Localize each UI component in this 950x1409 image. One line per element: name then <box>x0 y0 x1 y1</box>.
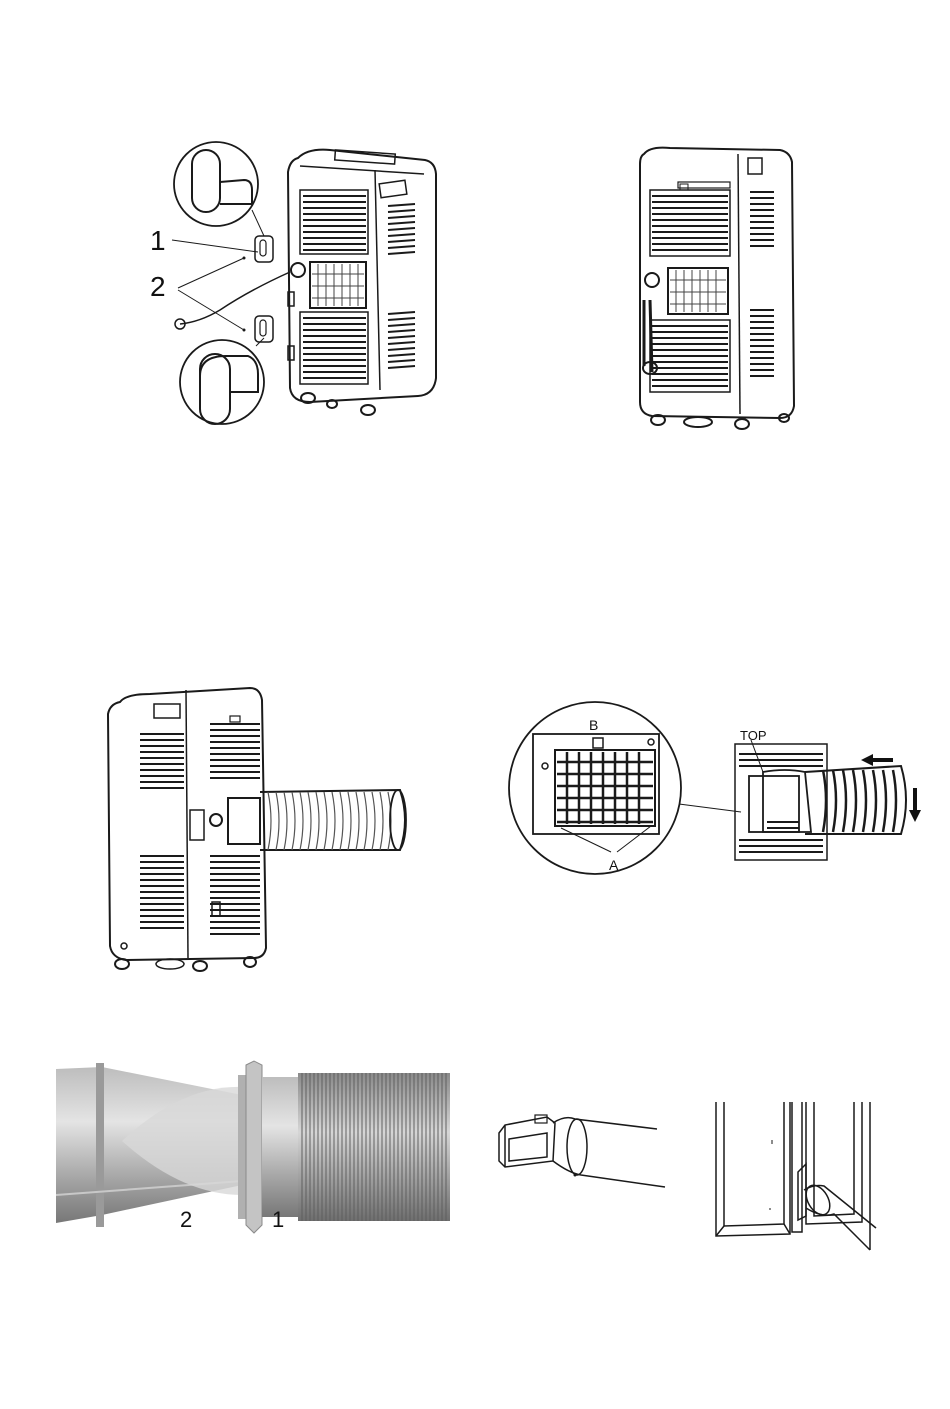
unit-exhaust-hose-illustration <box>100 680 410 975</box>
figure-nozzle-in-window <box>710 1100 885 1255</box>
figure-unit-back-cord-hooks: 1 2 <box>140 140 450 430</box>
callout-a: A <box>609 857 619 873</box>
callout-2: 2 <box>180 1207 192 1232</box>
window-nozzle-illustration <box>495 1105 670 1195</box>
figure-unit-with-exhaust-hose <box>100 680 410 975</box>
unit-back-cord-wound-illustration <box>630 140 820 435</box>
unit-back-cord-hooks-illustration: 1 2 <box>140 140 450 430</box>
callout-top: TOP <box>740 728 767 743</box>
callout-1: 1 <box>272 1207 284 1232</box>
figure-hose-fitting-detail: B A TOP <box>505 700 925 880</box>
hose-adapter-photo-illustration: 2 1 <box>52 1055 452 1240</box>
figure-unit-back-cord-wound <box>630 140 820 435</box>
figure-window-nozzle <box>495 1105 670 1195</box>
callout-b: B <box>589 717 598 733</box>
callout-2: 2 <box>150 271 166 302</box>
figure-hose-adapter-photo: 2 1 <box>52 1055 452 1240</box>
callout-1: 1 <box>150 225 166 256</box>
hose-fitting-detail-illustration: B A TOP <box>505 700 925 880</box>
nozzle-in-window-illustration <box>710 1100 885 1255</box>
